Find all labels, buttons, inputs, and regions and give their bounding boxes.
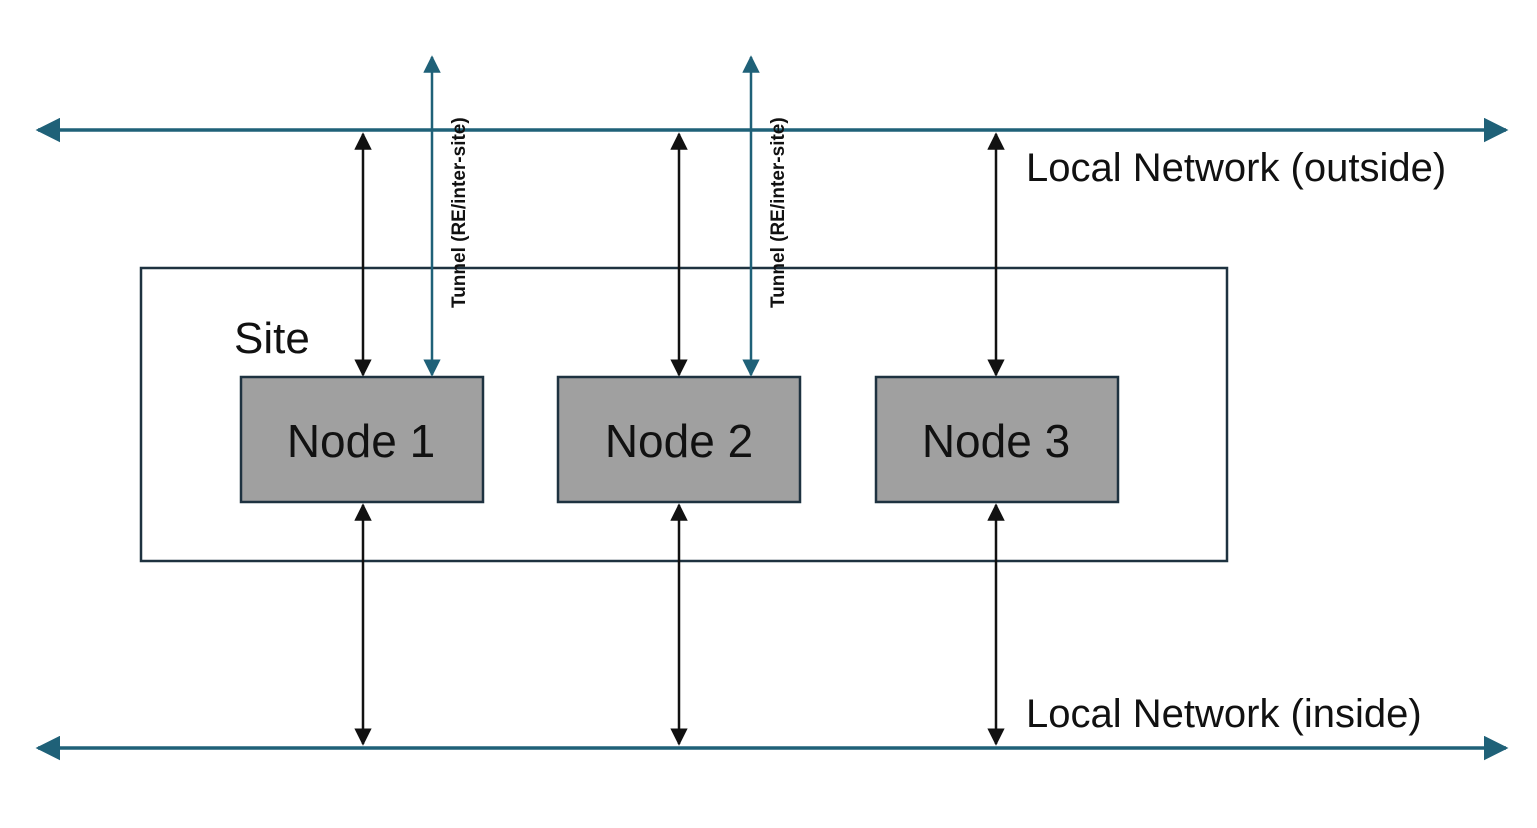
node-3-label: Node 3 xyxy=(922,415,1070,467)
node-3: Node 3 xyxy=(874,375,1120,504)
tunnel-2-label: Tunnel (RE/inter-site) xyxy=(768,117,789,308)
node-1-box xyxy=(239,375,485,504)
tunnel-1-label: Tunnel (RE/inter-site) xyxy=(449,117,470,308)
node-2-label: Node 2 xyxy=(605,415,753,467)
node-1: Node 1 xyxy=(239,375,485,504)
node-3-box xyxy=(874,375,1120,504)
node-1-label: Node 1 xyxy=(287,415,435,467)
node-2: Node 2 xyxy=(556,375,802,504)
site-label: Site xyxy=(234,314,310,363)
outside-network-label: Local Network (outside) xyxy=(1026,146,1446,190)
node-2-box xyxy=(556,375,802,504)
inside-network-label: Local Network (inside) xyxy=(1026,692,1422,736)
